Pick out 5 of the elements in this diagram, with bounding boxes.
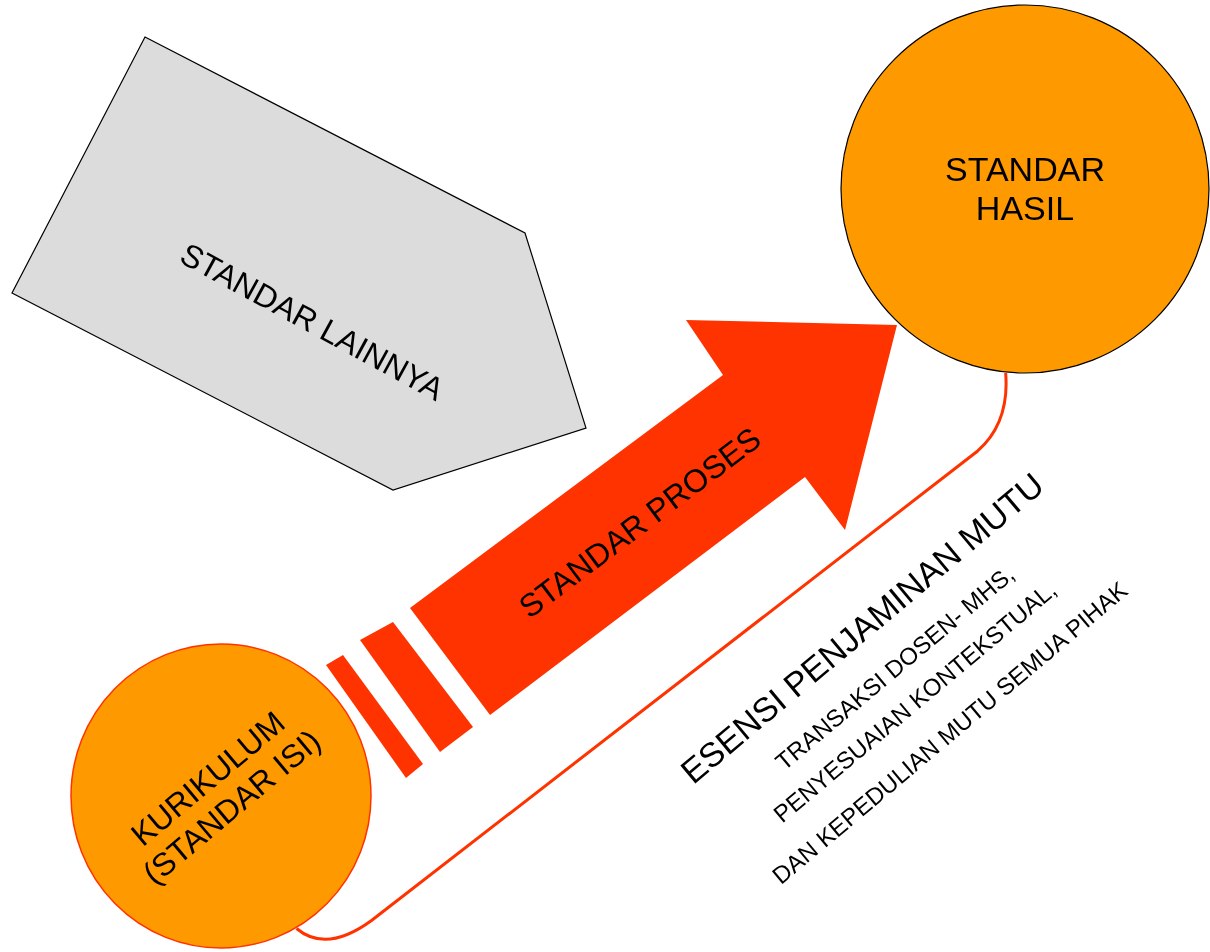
- node-label: STANDAR HASIL: [944, 149, 1106, 229]
- connector-line: [295, 372, 1008, 941]
- ellipse-node: [70, 643, 372, 949]
- pentagon-shape: [12, 37, 587, 491]
- circle-node: [840, 4, 1210, 374]
